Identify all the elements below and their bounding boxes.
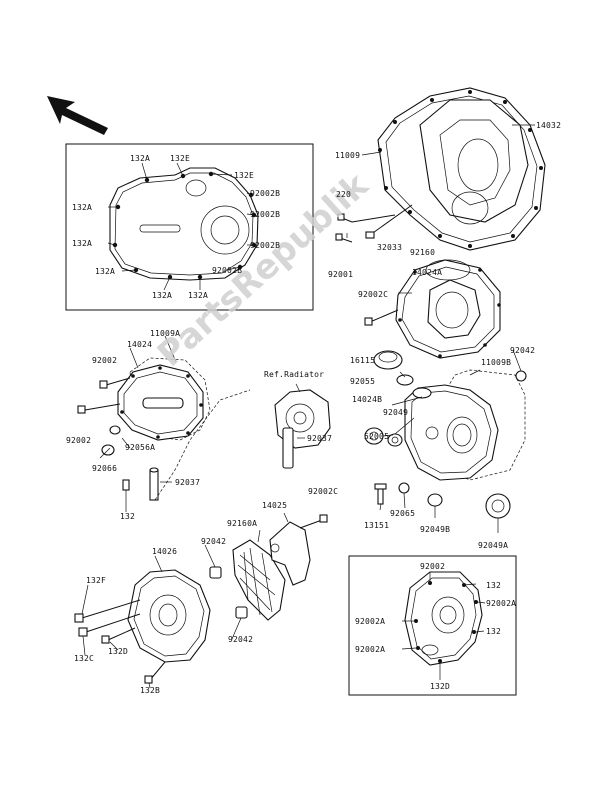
part-label: 92002B xyxy=(212,266,243,275)
bolts-92002-left xyxy=(77,377,131,414)
inset-frame-bottom xyxy=(348,555,517,696)
leader-11009 xyxy=(361,151,382,156)
part-label: 11009B xyxy=(481,358,512,367)
part-label: 92002A xyxy=(355,617,386,626)
part-label: 92160A xyxy=(227,519,258,528)
leader-ref-radiator xyxy=(295,383,301,393)
part-label: 132 xyxy=(486,627,502,636)
part-label: 132A xyxy=(72,203,93,212)
bolts-lower-left xyxy=(74,566,248,684)
inset-bottom-leaders xyxy=(401,572,486,680)
part-label: 92002B xyxy=(250,189,281,198)
part-label: 11009A xyxy=(150,329,181,338)
part-label: Ref.Radiator xyxy=(264,370,325,379)
part-label: 220 xyxy=(336,190,352,199)
left-mid-leaders xyxy=(99,335,177,512)
part-label: 92002 xyxy=(92,356,118,365)
part-label: 14032 xyxy=(536,121,562,130)
dowel-and-oring-left xyxy=(101,389,251,501)
part-label: 92037 xyxy=(307,434,333,443)
part-label: 132A xyxy=(188,291,209,300)
cover-14024b xyxy=(404,384,499,481)
inset-bottom-cover xyxy=(404,571,483,666)
part-label: 92002A xyxy=(355,645,386,654)
part-label: 11009 xyxy=(335,151,361,160)
part-label: 92002C xyxy=(308,487,339,496)
cover-14025 xyxy=(269,521,311,586)
part-label: 92049A xyxy=(478,541,509,550)
part-label: 92002B xyxy=(250,241,281,250)
part-label: 92055 xyxy=(350,377,376,386)
bolt-92002c-lower xyxy=(299,514,328,529)
water-pump-cover xyxy=(274,389,331,469)
part-label: 92037 xyxy=(175,478,201,487)
inset-frame-clutch-cover xyxy=(65,143,314,311)
sprocket-cover-14026 xyxy=(127,569,211,663)
part-label: 132E xyxy=(234,171,255,180)
part-label: 32033 xyxy=(377,243,403,252)
bolts-220-92001 xyxy=(335,204,413,243)
part-label: 132D xyxy=(108,647,129,656)
part-label: 92065 xyxy=(390,509,416,518)
part-label: 92042 xyxy=(201,537,227,546)
part-label: 132A xyxy=(152,291,173,300)
part-label: 13151 xyxy=(364,521,390,530)
part-label: 92002 xyxy=(66,436,92,445)
part-label: 16115 xyxy=(350,356,376,365)
part-label: 92002C xyxy=(358,290,389,299)
part-label: 92002B xyxy=(250,210,281,219)
part-label: 14024B xyxy=(352,395,383,404)
part-label: 92066 xyxy=(92,464,118,473)
part-label: 132 xyxy=(120,512,136,521)
lower-left-leaders xyxy=(81,512,289,689)
part-label: 132 xyxy=(486,581,502,590)
bolt-92002c xyxy=(364,309,399,326)
clutch-cover-outline xyxy=(109,167,259,281)
part-label: 132E xyxy=(170,154,191,163)
part-label: 132F xyxy=(86,576,107,585)
part-label: 14024 xyxy=(127,340,153,349)
part-label: 92160 xyxy=(410,248,436,257)
main-right-leaders xyxy=(346,233,522,533)
part-label: 92002A xyxy=(486,599,517,608)
part-label: 92042 xyxy=(228,635,254,644)
part-label: 92042 xyxy=(510,346,536,355)
part-label: 92002 xyxy=(420,562,446,571)
part-label: 132A xyxy=(95,267,116,276)
part-label: 132A xyxy=(72,239,93,248)
part-label: 92049B xyxy=(420,525,451,534)
oil-filler-cap xyxy=(373,350,414,386)
inset-top-leaders xyxy=(107,162,255,291)
front-direction-arrow xyxy=(47,96,108,135)
seals-and-washers xyxy=(364,427,511,519)
part-label: 92001 xyxy=(328,270,354,279)
part-label: 132D xyxy=(430,682,451,691)
cover-14024 xyxy=(117,357,211,441)
part-label: 14024A xyxy=(412,268,443,277)
crankcase-cover-gasket xyxy=(377,87,546,251)
part-label: 132C xyxy=(74,654,95,663)
part-label: 14025 xyxy=(262,501,288,510)
part-label: 132A xyxy=(130,154,151,163)
part-label: 92049 xyxy=(383,408,409,417)
part-label: 14026 xyxy=(152,547,178,556)
cover-14024a xyxy=(395,259,501,359)
part-label: 132B xyxy=(140,686,161,695)
part-label: 52005 xyxy=(364,432,390,441)
part-label: 92056A xyxy=(125,443,156,452)
